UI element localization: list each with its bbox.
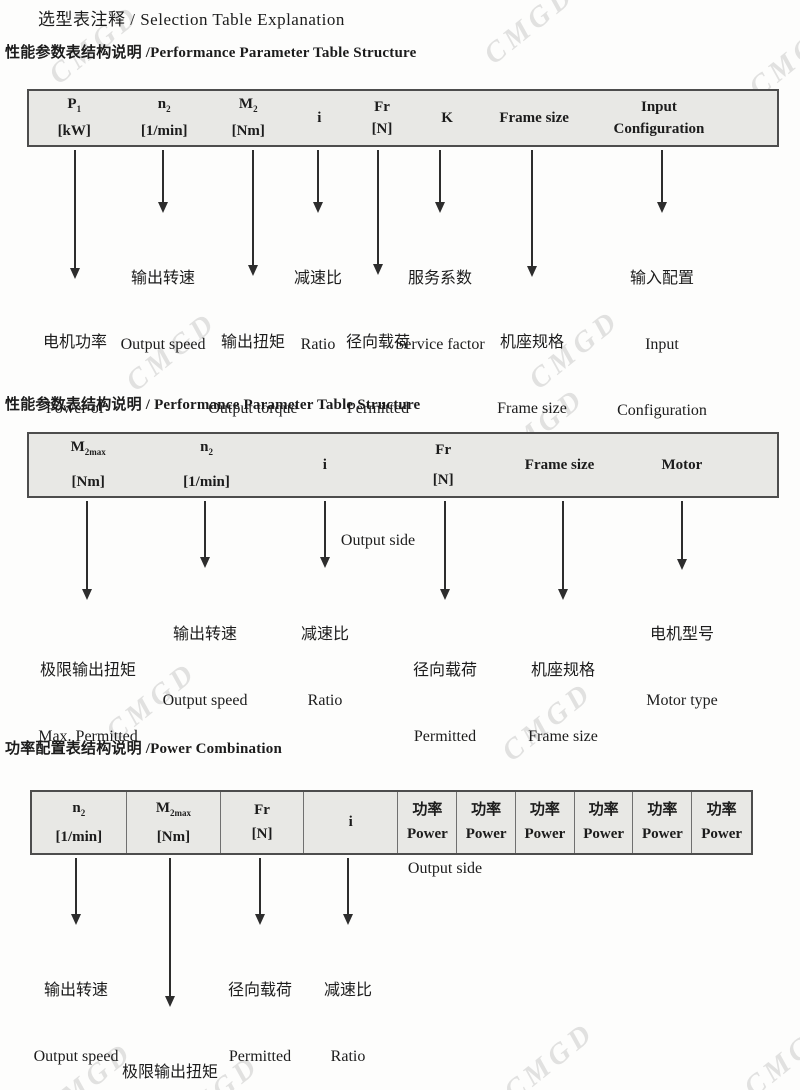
col-header-power: 功率 Power [575,792,634,853]
section-2-heading: 性能参数表结构说明 / Performance Parameter Table … [5,397,421,413]
down-arrow-icon [444,501,446,589]
cmgd-watermark: CMGD [738,1011,800,1090]
col-header-frame-size: Frame size [499,109,569,126]
col-header-power: 功率 Power [633,792,693,853]
col-header-power: 功率 Power [701,802,743,842]
down-arrow-icon [86,501,88,589]
down-arrow-icon [204,501,206,557]
note-output-speed: 输出转速 Output speed [33,982,119,1065]
down-arrow-icon [75,858,77,914]
col-header-m2max: M2max [Nm] [70,439,106,490]
cmgd-watermark: CMGD [478,0,582,71]
page-title: 选型表注释 / Selection Table Explanation [38,10,345,29]
note-frame-size: 机座规格 Frame size [528,662,598,745]
col-header-power: 功率 Power [398,792,458,853]
col-header-i: i [322,456,327,473]
down-arrow-icon [169,858,171,996]
note-overhung-load: 径向载荷 Permitted Overhung load Output side [227,982,292,1065]
col-header-motor: Motor [661,456,703,473]
col-header-fr: Fr [N] [432,441,454,488]
performance-table-1: P1 [kW] n2 [1/min] M2 [Nm] i Fr [N] K Fr… [27,89,779,147]
cmgd-watermark: CMGD [498,1015,602,1090]
col-header-input-configuration: Input Configuration [613,98,705,137]
down-arrow-icon [531,150,533,266]
col-header-n2: n2 [1/min] [183,439,230,490]
col-header-m2max: M2max [Nm] [127,792,222,853]
down-arrow-icon [562,501,564,589]
down-arrow-icon [259,858,261,914]
down-arrow-icon [162,150,164,202]
down-arrow-icon [681,501,683,559]
col-header-fr: Fr [N] [221,792,304,853]
note-service-factor: 服务系数 Service factor [395,270,485,353]
down-arrow-icon [252,150,254,265]
note-output-speed: 输出转速 Output speed [162,626,248,709]
down-arrow-icon [347,858,349,914]
col-header-k: K [441,109,453,126]
note-frame-size: 机座规格 Frame size [497,334,567,417]
note-ratio: 减速比 Ratio [323,982,373,1065]
col-header-power: 功率 Power [457,792,516,853]
down-arrow-icon [324,501,326,557]
down-arrow-icon [377,150,379,264]
power-combination-table: n2 [1/min] M2max [Nm] Fr [N] i 功率 Power … [30,790,753,855]
note-overhung-load: 径向载荷 Permitted Overhung load Output side [397,662,493,877]
section-3-heading: 功率配置表结构说明 /Power Combination [5,741,282,757]
note-input-configuration: 输入配置 Input Configuration [617,270,707,419]
section-1-heading: 性能参数表结构说明 /Performance Parameter Table S… [5,45,417,61]
note-motor-type: 电机型号 Motor type [646,626,718,709]
col-header-n2: n2 [1/min] [32,792,127,853]
down-arrow-icon [317,150,319,202]
down-arrow-icon [661,150,663,202]
col-header-frame-size: Frame size [524,456,595,473]
col-header-fr: Fr [N] [371,98,393,137]
performance-table-2: M2max [Nm] n2 [1/min] i Fr [N] Frame siz… [27,432,779,498]
down-arrow-icon [439,150,441,202]
col-header-p1: P1 [kW] [57,96,91,139]
note-ratio: 减速比 Ratio [293,270,343,353]
down-arrow-icon [74,150,76,268]
note-ratio: 减速比 Ratio [300,626,350,709]
note-output-speed: 输出转速 Output speed [120,270,206,353]
note-output-torque: 输出扭矩 Output torque [208,334,298,417]
note-max-output-torque: 极限输出扭矩 Max. Permitted Output torque [121,1064,219,1081]
col-header-power: 功率 Power [516,792,575,853]
col-header-n2: n2 [1/min] [140,96,188,139]
col-header-m2: M2 [Nm] [231,96,265,139]
col-header-i: i [304,792,399,853]
col-header-i: i [317,109,322,126]
